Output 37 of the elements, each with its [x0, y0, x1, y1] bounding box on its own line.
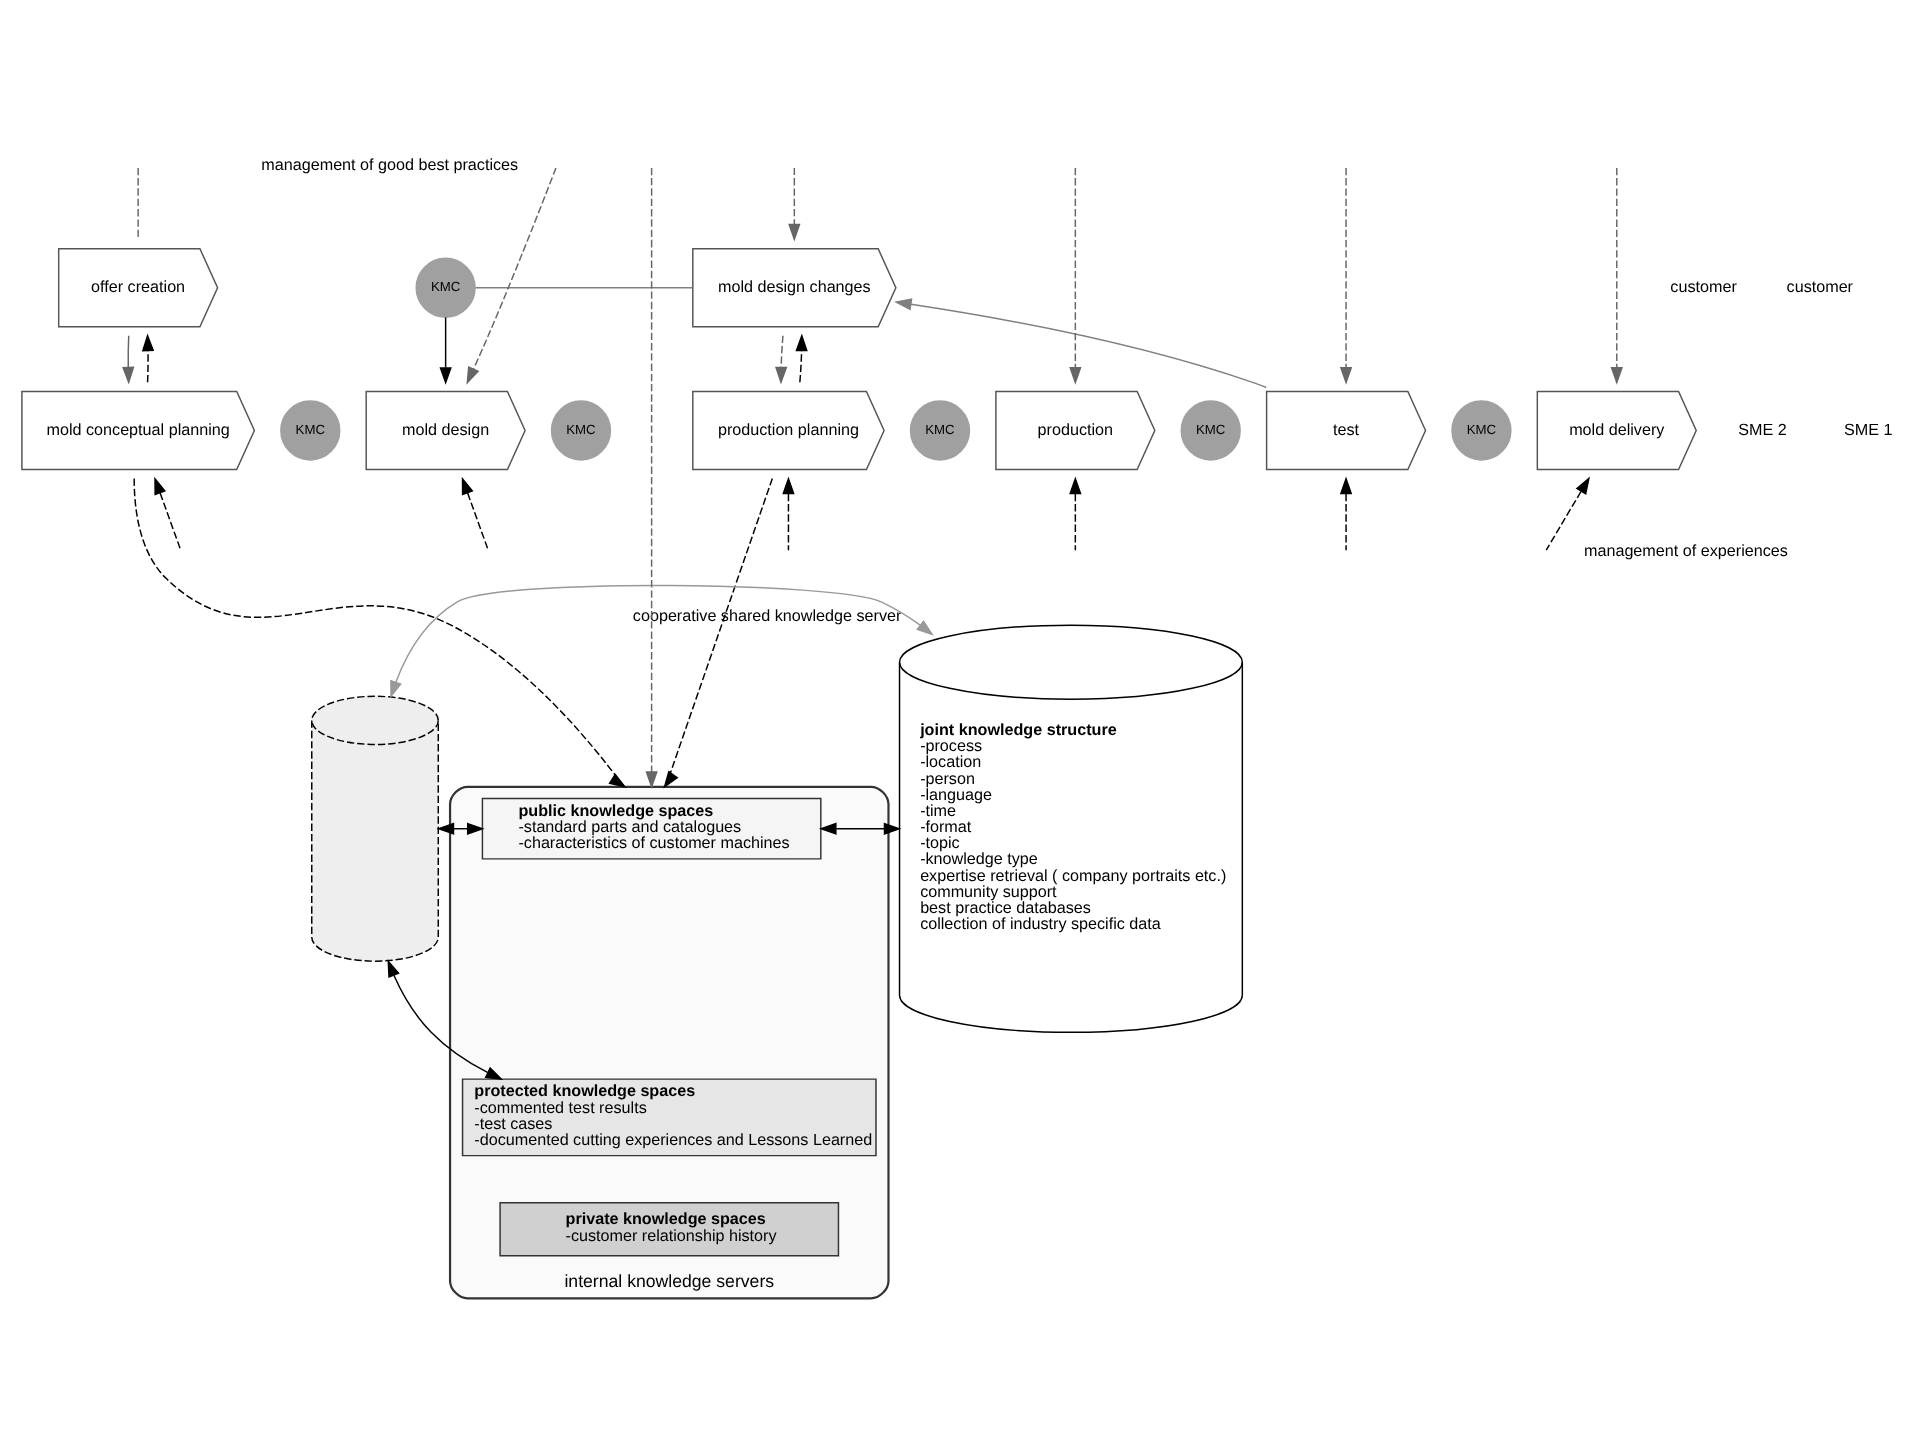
arrow: [122, 335, 135, 385]
node-box: private knowledge spaces -customer relationship history: [499, 1201, 840, 1257]
arrow: [775, 335, 788, 385]
arrow: [133, 477, 627, 788]
arrow: [782, 476, 795, 551]
arrow: [387, 959, 504, 1080]
label: management of experiences: [1583, 541, 1788, 560]
label: management of good best practices: [261, 156, 519, 175]
arrow: [1069, 476, 1082, 551]
arrow: [439, 316, 452, 385]
arrow: [818, 822, 902, 835]
arrow: [645, 167, 658, 789]
arrow: [894, 298, 1267, 389]
connector: [474, 287, 693, 289]
arrow: [1069, 167, 1082, 385]
arrow: [795, 333, 808, 383]
arrow: [1545, 476, 1590, 551]
connector: [137, 167, 139, 241]
arrow: [788, 167, 801, 242]
arrow: [1610, 167, 1623, 385]
arrow: [461, 476, 489, 551]
arrow: [390, 584, 934, 699]
label: customer: [1670, 277, 1737, 296]
label: SME 1: [1844, 420, 1893, 439]
arrow: [154, 476, 182, 551]
node-box: public knowledge spaces -standard parts and catalogues -characteristics of customer machines: [481, 797, 822, 860]
label: customer: [1786, 277, 1854, 296]
label: SME 2: [1738, 420, 1787, 439]
arrow: [663, 477, 774, 789]
node-label: internal knowledge servers: [564, 1271, 775, 1292]
arrow: [466, 167, 557, 385]
node-box: protected knowledge spaces -commented test results -test cases -documented cutting experiences and Lessons Learned: [461, 1078, 877, 1157]
arrow: [1339, 167, 1353, 385]
arrow: [1339, 476, 1353, 551]
arrow: [436, 822, 485, 835]
arrow: [141, 333, 155, 383]
node-label: cooperative shared knowledge server: [632, 606, 902, 625]
